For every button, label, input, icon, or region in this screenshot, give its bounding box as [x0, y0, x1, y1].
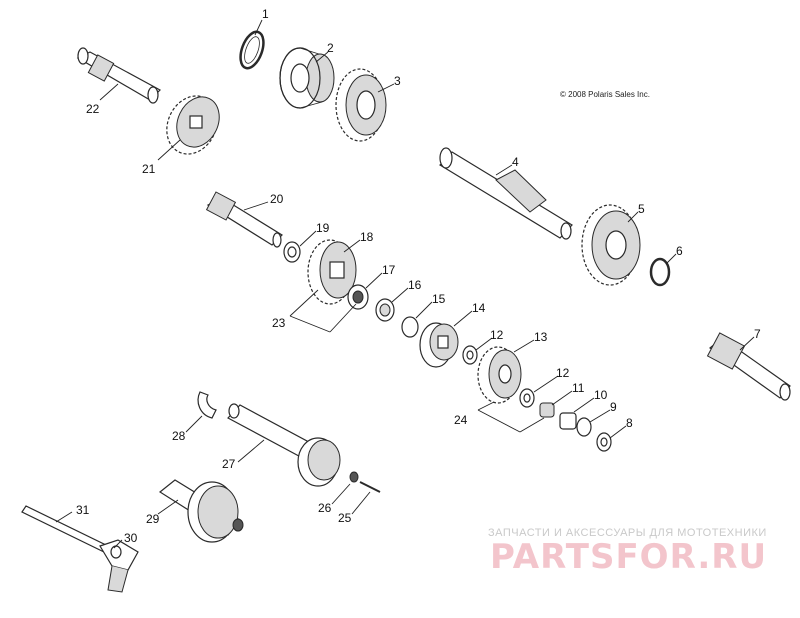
part-16-washer: [375, 298, 395, 322]
label-part-27: 27: [222, 457, 236, 471]
label-part-3: 3: [394, 74, 401, 88]
part-30-shift-fork: [99, 539, 139, 593]
label-part-14: 14: [472, 301, 486, 315]
label-part-11: 11: [572, 381, 585, 395]
part-5-large-gear: [581, 204, 641, 286]
label-part-9: 9: [610, 400, 617, 414]
label-part-10: 10: [594, 388, 608, 402]
part-2-bearing: [279, 47, 335, 109]
label-part-6: 6: [676, 244, 683, 258]
label-part-28: 28: [172, 429, 186, 443]
label-part-29: 29: [146, 512, 160, 526]
part-25-pin: [359, 481, 381, 493]
label-part-22: 22: [86, 102, 100, 116]
part-28-clip: [197, 391, 217, 419]
label-part-4: 4: [512, 155, 519, 169]
part-3-gear: [335, 68, 387, 142]
part-4-main-shaft: [439, 147, 573, 240]
part-26-spring: [349, 471, 359, 483]
part-27-shift-drum: [227, 403, 341, 487]
label-part-31: 31: [76, 503, 90, 517]
label-part-12-lower: 12: [556, 366, 570, 380]
label-part-18: 18: [360, 230, 374, 244]
part-29-shift-cam: [158, 479, 244, 543]
part-19-washer: [283, 241, 301, 263]
part-15-ring: [401, 316, 419, 338]
label-part-24: 24: [454, 413, 468, 427]
part-20-pinion-shaft: [205, 191, 283, 248]
copyright-text: © 2008 Polaris Sales Inc.: [560, 90, 650, 99]
label-part-25: 25: [338, 511, 352, 525]
label-part-30: 30: [124, 531, 138, 545]
part-12-washer-upper: [462, 345, 478, 365]
part-8-washer: [596, 432, 612, 452]
part-17-bearing: [347, 284, 369, 310]
part-number-labels: 1 2 3 4 5 6 7 8 9 10 11 12 12 13 14 15 1…: [76, 7, 761, 545]
label-part-5: 5: [638, 202, 645, 216]
part-11-bushing: [539, 402, 555, 418]
label-part-8: 8: [626, 416, 633, 430]
watermark-tagline: ЗАПЧАСТИ И АКСЕССУАРЫ ДЛЯ МОТОТЕХНИКИ: [488, 527, 767, 539]
part-14-shift-collar: [419, 322, 459, 368]
part-1-snap-ring: [239, 30, 265, 70]
label-part-21: 21: [142, 162, 156, 176]
label-part-13: 13: [534, 330, 548, 344]
label-part-12-upper: 12: [490, 328, 504, 342]
label-part-1: 1: [262, 7, 269, 21]
label-part-15: 15: [432, 292, 446, 306]
part-9-ring: [576, 417, 592, 437]
part-13-gear: [477, 346, 522, 404]
label-part-19: 19: [316, 221, 330, 235]
label-part-16: 16: [408, 278, 422, 292]
part-6-snap-ring: [649, 257, 671, 287]
label-part-26: 26: [318, 501, 332, 515]
part-18-gear: [307, 239, 357, 305]
label-part-20: 20: [270, 192, 284, 206]
part-22-shaft: [76, 47, 161, 104]
part-7-output-shaft: [706, 332, 791, 401]
label-part-2: 2: [327, 41, 334, 55]
label-part-23: 23: [272, 316, 286, 330]
part-21-gear: [166, 95, 220, 155]
watermark-logo: PARTSFOR.RU: [490, 537, 767, 577]
part-12-washer-lower: [519, 388, 535, 408]
label-part-17: 17: [382, 263, 396, 277]
label-part-7: 7: [754, 327, 761, 341]
part-31-shift-rod: [21, 505, 109, 553]
leader-lines: [55, 19, 755, 549]
part-10-bushing: [559, 412, 577, 430]
